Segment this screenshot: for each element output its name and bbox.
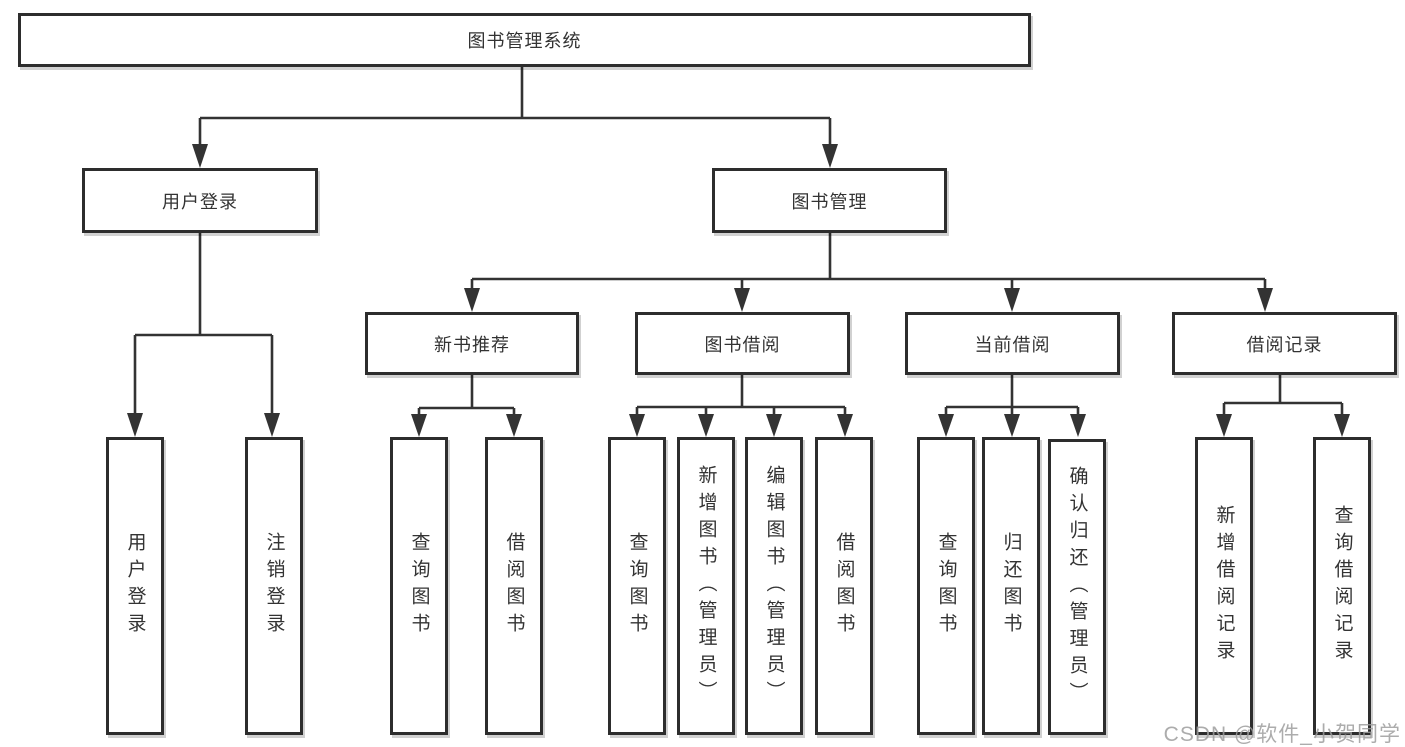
leaf-add-books-admin: 新增图书（管理员） — [677, 437, 735, 735]
leaf-edit-books-admin: 编辑图书（管理员） — [745, 437, 803, 735]
leaf-label: 查询图书 — [408, 532, 430, 640]
root-node-label: 图书管理系统 — [467, 31, 582, 51]
leaf-add-borrow-record: 新增借阅记录 — [1195, 437, 1253, 735]
leaf-label: 归还图书 — [1000, 532, 1022, 640]
leaf-logout: 注销登录 — [245, 437, 303, 735]
leaf-query-borrow-record: 查询借阅记录 — [1313, 437, 1371, 735]
leaf-label: 确认归还（管理员） — [1066, 465, 1088, 709]
csdn-watermark: CSDN @软件_小贺同学 — [1163, 723, 1401, 746]
leaf-label: 查询图书 — [935, 532, 957, 640]
leaf-borrow-books-recommend: 借阅图书 — [485, 437, 543, 735]
node-current-borrow: 当前借阅 — [905, 312, 1120, 375]
node-label: 图书管理 — [791, 191, 868, 212]
leaf-query-books-borrow: 查询图书 — [608, 437, 666, 735]
leaf-label: 借阅图书 — [833, 532, 855, 640]
node-new-book-recommend: 新书推荐 — [365, 312, 579, 375]
node-user-login-branch: 用户登录 — [82, 168, 318, 233]
leaf-label: 注销登录 — [263, 532, 285, 640]
node-label: 当前借阅 — [974, 334, 1051, 355]
root-node-book-management-system: 图书管理系统 — [18, 13, 1031, 67]
leaf-borrow-books: 借阅图书 — [815, 437, 873, 735]
node-book-borrow: 图书借阅 — [635, 312, 850, 375]
leaf-label: 查询图书 — [626, 532, 648, 640]
node-book-management-branch: 图书管理 — [712, 168, 947, 233]
node-label: 用户登录 — [162, 191, 238, 212]
leaf-user-login: 用户登录 — [106, 437, 164, 735]
node-label: 新书推荐 — [434, 334, 510, 355]
leaf-label: 借阅图书 — [503, 532, 525, 640]
leaf-label: 编辑图书（管理员） — [763, 464, 785, 708]
leaf-label: 新增图书（管理员） — [695, 464, 717, 708]
leaf-label: 新增借阅记录 — [1213, 505, 1235, 667]
leaf-label: 用户登录 — [124, 532, 146, 640]
leaf-return-books: 归还图书 — [982, 437, 1040, 735]
node-borrow-records: 借阅记录 — [1172, 312, 1397, 375]
node-label: 借阅记录 — [1246, 334, 1323, 355]
leaf-label: 查询借阅记录 — [1331, 505, 1353, 667]
leaf-query-books-recommend: 查询图书 — [390, 437, 448, 735]
leaf-confirm-return-admin: 确认归还（管理员） — [1048, 439, 1106, 735]
leaf-query-books-current: 查询图书 — [917, 437, 975, 735]
node-label: 图书借阅 — [704, 334, 781, 355]
